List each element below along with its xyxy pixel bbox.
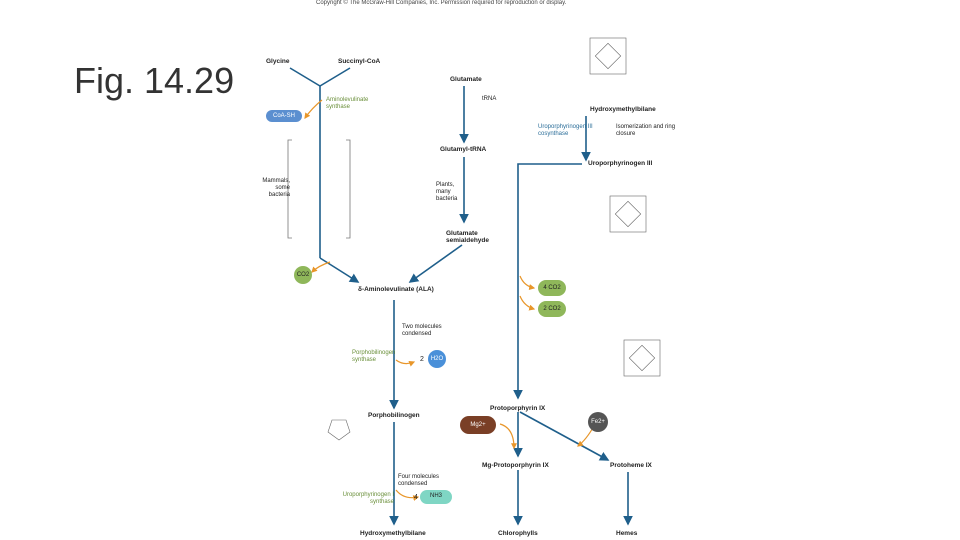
mg-ball: Mg2+ [460, 416, 496, 434]
chlorophylls-label: Chlorophylls [498, 530, 538, 537]
porphyrin-ring-lower [623, 339, 661, 377]
coash-pill: CoA-SH [266, 110, 302, 122]
mg-protoporphyrin-label: Mg-Protoporphyrin IX [482, 462, 549, 469]
plants-label: Plants, many bacteria [436, 182, 458, 202]
protoheme-label: Protoheme IX [610, 462, 652, 469]
two-h2o-count: 2 [420, 356, 424, 363]
ala-label: δ-Aminolevulinate (ALA) [358, 286, 434, 293]
porphobilinogen-label: Porphobilinogen [368, 412, 420, 419]
two-condensed-label: Two molecules condensed [402, 324, 442, 337]
nh3-pill: NH3 [420, 490, 452, 504]
succinyl-coa-label: Succinyl-CoA [338, 58, 381, 65]
hemes-label: Hemes [616, 530, 638, 537]
ala-synthase-label: Aminolevulinate synthase [326, 97, 369, 110]
glycine-succinyl-merge [289, 67, 351, 87]
four-condensed-label: Four molecules condensed [398, 474, 440, 487]
co2-2-ball: 2 CO2 [538, 301, 566, 317]
uroiii-cosynthase-label: Uroporphyrinogen III cosynthase [538, 124, 593, 137]
uroporphyrinogen-iii-label: Uroporphyrinogen III [588, 160, 653, 167]
protoporphyrin-label: Protoporphyrin IX [490, 405, 546, 412]
glutamate-semialdehyde-label: Glutamate semialdehyde [446, 230, 489, 244]
glycine-label: Glycine [266, 58, 290, 65]
pbg-synthase-label: Porphobilinogen synthase [352, 350, 396, 363]
co2-ball-ala: CO2 [294, 266, 312, 284]
trna-label: tRNA [482, 96, 497, 102]
mammals-label: Mammals, some bacteria [262, 178, 290, 198]
glutamyl-trna-label: Glutamyl-tRNA [440, 146, 487, 153]
fe-ball: Fe2+ [588, 412, 608, 432]
uroi-synthase-label: Uroporphyrinogen I synthase [342, 492, 394, 505]
water-ball: H2O [428, 350, 446, 368]
hydroxymethylbilane-top-label: Hydroxymethylbilane [590, 106, 656, 113]
copyright-notice: Copyright © The McGraw-Hill Companies, I… [316, 0, 567, 6]
isomerization-label: Isomerization and ring closure [616, 124, 676, 137]
glutamate-label: Glutamate [450, 76, 482, 83]
hydroxymethylbilane-bottom-label: Hydroxymethylbilane [360, 530, 426, 537]
pbg-ring [327, 419, 351, 441]
co2-4-ball: 4 CO2 [538, 280, 566, 296]
slide-title: Fig. 14.29 [74, 60, 235, 101]
porphyrin-ring-middle [609, 195, 647, 233]
four-nh3-count: 4 [414, 494, 418, 501]
porphyrin-ring-top [589, 37, 627, 75]
